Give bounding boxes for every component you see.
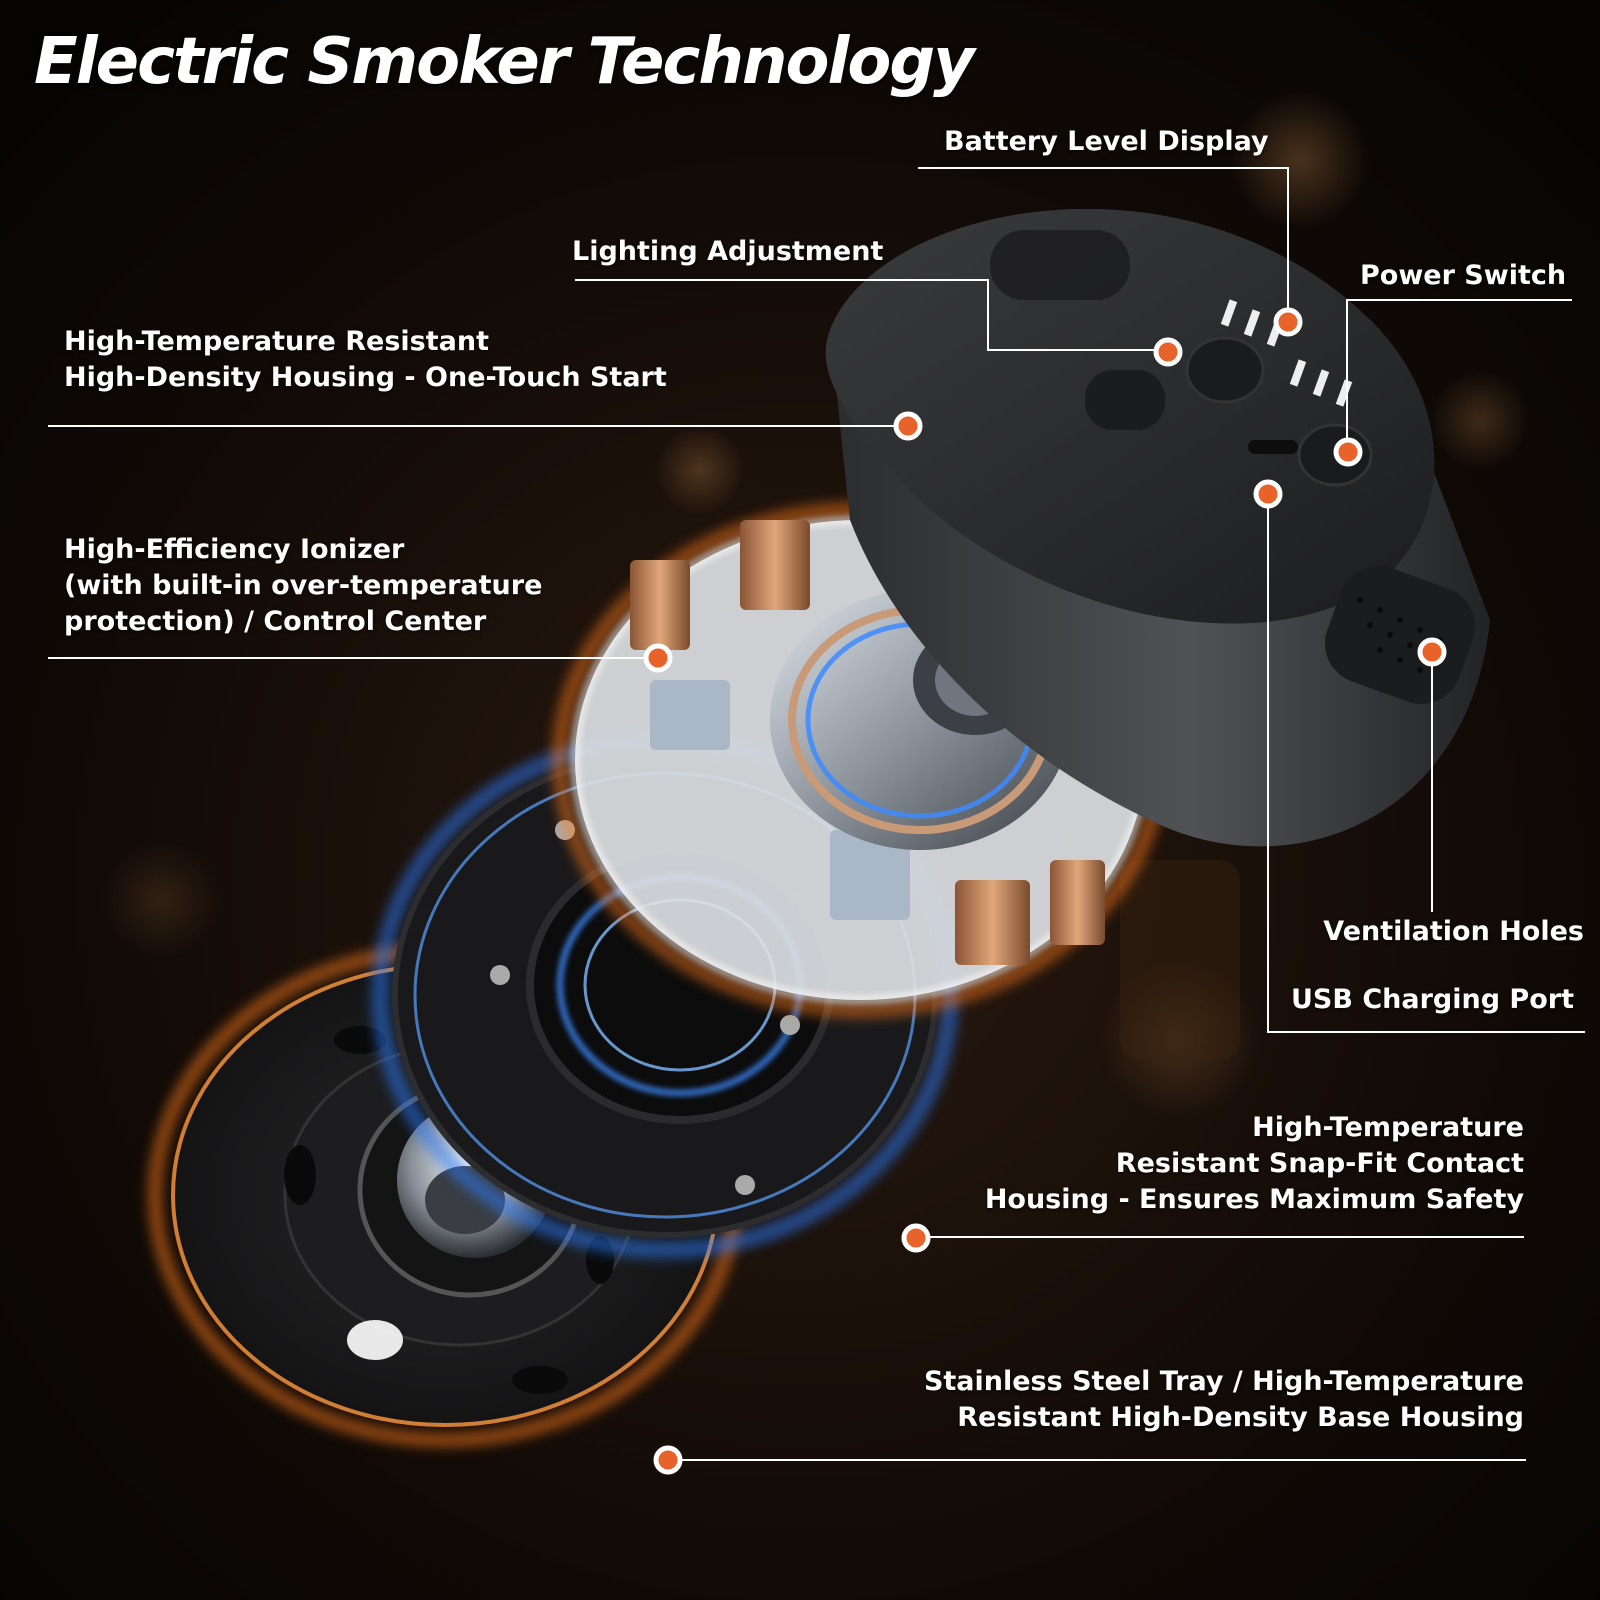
label-ventilation-holes: Ventilation Holes — [1323, 916, 1584, 947]
marker-lighting — [1153, 337, 1183, 367]
leader-line-lighting — [575, 279, 1165, 351]
marker-tray — [653, 1445, 683, 1475]
marker-power — [1333, 437, 1363, 467]
callout-markers — [643, 307, 1447, 1475]
marker-battery — [1273, 307, 1303, 337]
page-title: Electric Smoker Technology — [34, 25, 975, 99]
leader-line-battery — [918, 167, 1289, 318]
leader-line-power — [1346, 299, 1572, 450]
background-bokeh — [100, 90, 1530, 1120]
leader-line-usb — [1267, 492, 1585, 1033]
label-lighting-adjustment: Lighting Adjustment — [572, 236, 884, 267]
marker-snapfit — [901, 1223, 931, 1253]
label-usb-charging-port: USB Charging Port — [1290, 984, 1574, 1015]
control-cap — [825, 208, 1490, 847]
label-ionizer: High-Efficiency Ionizer (with built-in o… — [64, 534, 543, 637]
leader-lines — [48, 167, 1585, 1461]
label-tray-base-housing: Stainless Steel Tray / High-Temperature … — [923, 1366, 1524, 1433]
label-battery-level-display: Battery Level Display — [944, 126, 1269, 157]
marker-housing — [893, 411, 923, 441]
marker-ventilation — [1417, 637, 1447, 667]
label-housing: High-Temperature Resistant High-Density … — [64, 326, 667, 393]
marker-usb — [1253, 479, 1283, 509]
label-power-switch: Power Switch — [1360, 260, 1567, 291]
marker-ionizer — [643, 643, 673, 673]
label-snap-fit-housing: High-Temperature Resistant Snap-Fit Cont… — [984, 1112, 1524, 1215]
